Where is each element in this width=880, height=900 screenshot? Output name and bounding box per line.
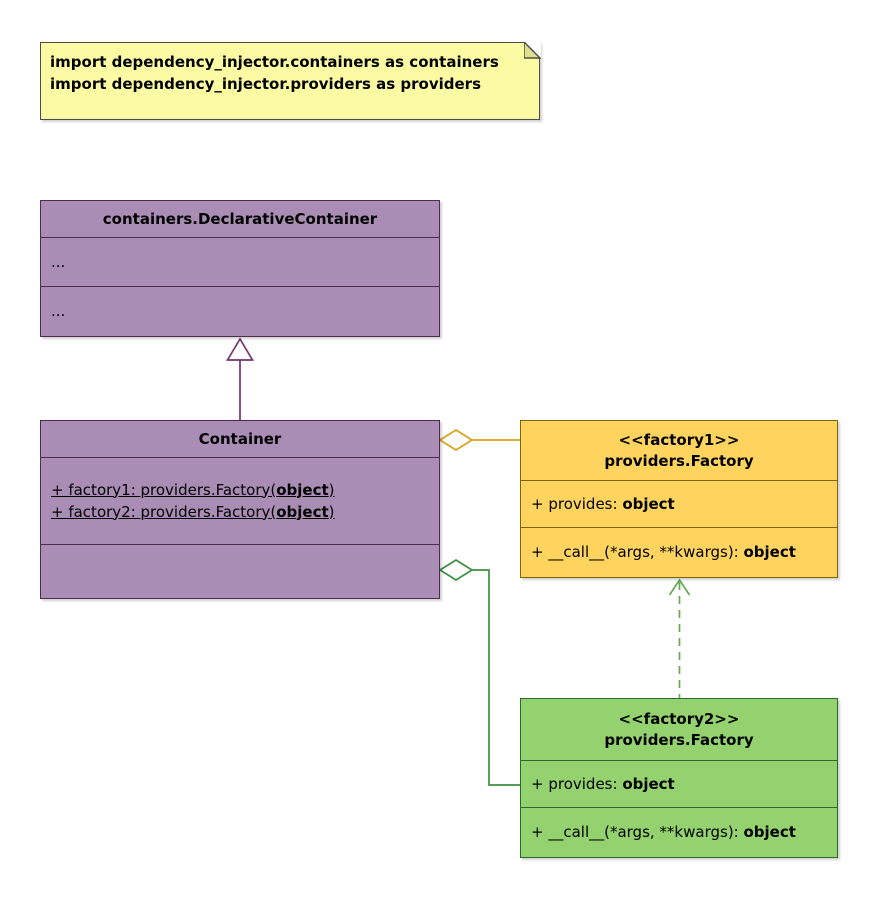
class-compartment-empty <box>41 544 439 598</box>
class-compartment-attributes: + provides: object <box>521 760 837 807</box>
open-arrowhead-icon <box>668 578 691 596</box>
attr-pre: + provides: <box>531 774 623 793</box>
aggregation-diamond-icon <box>438 428 474 452</box>
class-container: Container + factory1: providers.Factory(… <box>40 420 440 599</box>
attr-bold: object <box>276 502 329 521</box>
attr-post: ) <box>328 502 335 521</box>
class-title-text: providers.Factory <box>604 730 754 749</box>
method-call: + __call__(*args, **kwargs): object <box>531 822 829 843</box>
class-title: <<factory2>> providers.Factory <box>521 699 837 760</box>
aggregation-factory2-connector <box>438 558 520 786</box>
attr-bold: object <box>622 494 675 513</box>
class-declarative-container: containers.DeclarativeContainer ... ... <box>40 200 440 337</box>
inheritance-arrow <box>226 337 254 420</box>
attribute-factory1: + factory1: providers.Factory(object) <box>51 480 431 501</box>
class-title: containers.DeclarativeContainer <box>41 201 439 237</box>
note-line: import dependency_injector.providers as … <box>50 75 482 93</box>
aggregation-factory1-connector <box>438 428 520 452</box>
class-compartment-methods: + __call__(*args, **kwargs): object <box>521 527 837 577</box>
attr-post: ) <box>328 480 335 499</box>
attr-bold: object <box>276 480 329 499</box>
attr-pre: + __call__(*args, **kwargs): <box>531 823 744 841</box>
attribute-provides: + provides: object <box>531 494 829 515</box>
import-note: import dependency_injector.containers as… <box>40 41 541 120</box>
class-title-text: Container <box>198 429 282 448</box>
note-fold-icon <box>523 41 541 59</box>
class-compartment: ... <box>41 286 439 336</box>
attribute-text: + factory1: providers.Factory(object) <box>51 481 335 499</box>
class-compartment-attributes: + factory1: providers.Factory(object) + … <box>41 457 439 544</box>
class-compartment-methods: + __call__(*args, **kwargs): object <box>521 807 837 857</box>
class-title: Container <box>41 421 439 457</box>
class-factory2: <<factory2>> providers.Factory + provide… <box>520 698 838 858</box>
attr-bold: object <box>622 774 675 793</box>
class-stereotype: <<factory1>> <box>618 430 740 449</box>
attr-bold: object <box>743 543 796 561</box>
class-compartment-attributes: + provides: object <box>521 480 837 527</box>
attr-pre: + provides: <box>531 494 623 513</box>
attribute-text: + factory2: providers.Factory(object) <box>51 503 335 521</box>
attr-pre: + factory2: providers.Factory( <box>51 502 277 521</box>
compartment-ellipsis: ... <box>51 302 66 320</box>
attr-bold: object <box>743 823 796 841</box>
attr-pre: + __call__(*args, **kwargs): <box>531 543 744 561</box>
attribute-factory2: + factory2: providers.Factory(object) <box>51 502 431 523</box>
class-title-text: containers.DeclarativeContainer <box>102 209 378 228</box>
note-line: import dependency_injector.containers as… <box>50 53 499 71</box>
method-call: + __call__(*args, **kwargs): object <box>531 542 829 563</box>
class-compartment: ... <box>41 237 439 286</box>
attribute-provides: + provides: object <box>531 774 829 795</box>
compartment-ellipsis: ... <box>51 252 66 271</box>
aggregation-diamond-icon <box>438 558 474 582</box>
dependency-arrow <box>668 578 691 698</box>
class-stereotype: <<factory2>> <box>618 709 740 728</box>
class-title: <<factory1>> providers.Factory <box>521 421 837 480</box>
class-factory1: <<factory1>> providers.Factory + provide… <box>520 420 838 578</box>
class-title-text: providers.Factory <box>604 451 754 470</box>
attr-pre: + factory1: providers.Factory( <box>51 480 277 499</box>
